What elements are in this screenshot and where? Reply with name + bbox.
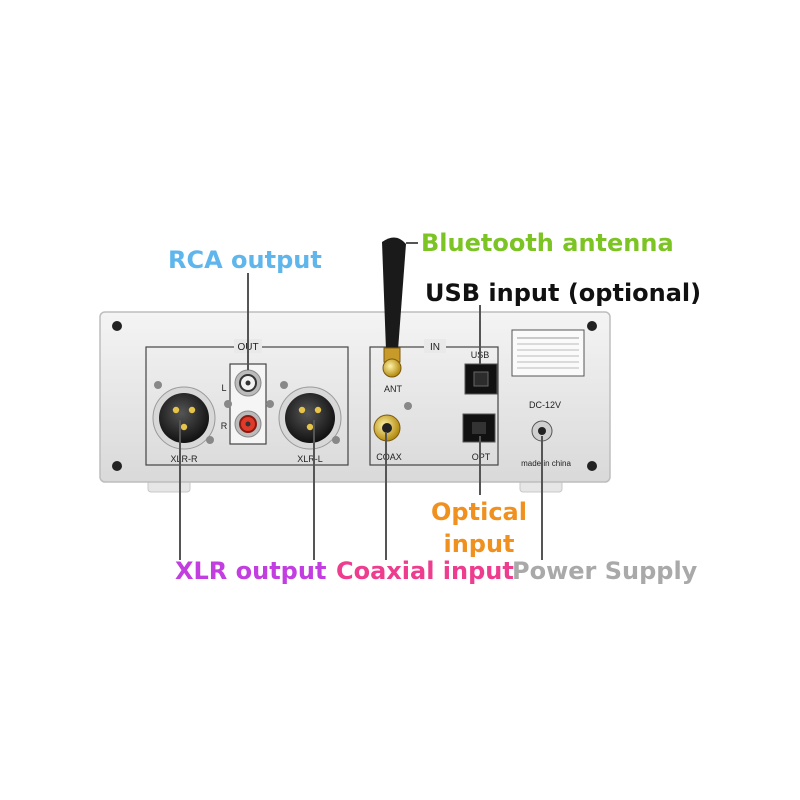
power-supply-callout: Power Supply — [512, 557, 698, 585]
screw-icon — [224, 400, 232, 408]
screw-icon — [404, 402, 412, 410]
made-in-label: made in china — [521, 459, 571, 468]
coaxial-input-callout: Coaxial input — [336, 557, 514, 585]
opt-label: OPT — [472, 452, 491, 462]
screw-icon — [587, 461, 597, 471]
screw-icon — [112, 461, 122, 471]
antenna-connector — [382, 358, 402, 378]
dc-label: DC-12V — [529, 400, 561, 410]
screw-icon — [332, 436, 340, 444]
screw-icon — [587, 321, 597, 331]
screw-icon — [112, 321, 122, 331]
xlr-r-label: XLR-R — [170, 454, 198, 464]
usb-input-callout: USB input (optional) — [425, 279, 702, 307]
coax-label: COAX — [376, 452, 402, 462]
screw-icon — [206, 436, 214, 444]
in-label: IN — [430, 342, 440, 353]
bluetooth-antenna-icon — [382, 237, 406, 350]
ant-label: ANT — [384, 384, 403, 394]
screw-icon — [266, 400, 274, 408]
rca-l-label: L — [221, 383, 226, 393]
xlr-l-label: XLR-L — [297, 454, 323, 464]
rca-output-callout: RCA output — [168, 246, 322, 274]
spec-sticker — [511, 329, 585, 377]
screw-icon — [280, 381, 288, 389]
bluetooth-antenna-callout: Bluetooth antenna — [421, 229, 674, 257]
screw-icon — [154, 381, 162, 389]
rca-r-label: R — [221, 421, 228, 431]
xlr-output-callout: XLR output — [175, 557, 327, 585]
xlr-l-connector — [285, 393, 335, 443]
optical-input-callout: Optical input — [431, 498, 527, 558]
xlr-r-connector — [159, 393, 209, 443]
